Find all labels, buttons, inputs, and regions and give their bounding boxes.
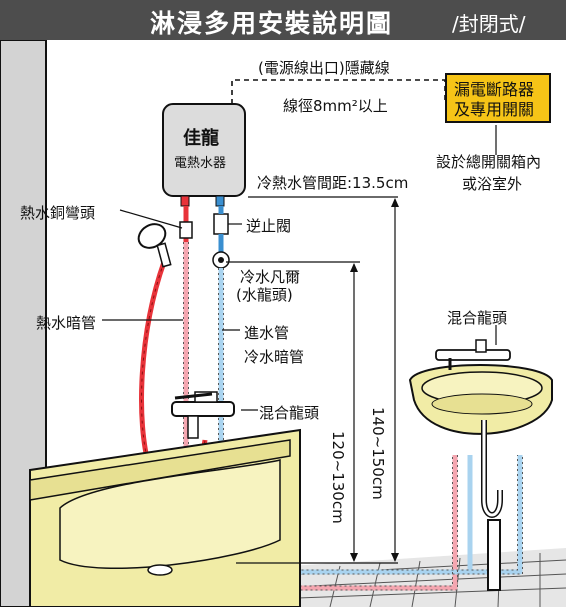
page-subtitle: /封閉式/ — [452, 12, 526, 36]
hot-pipe-label: 熱水暗管 — [36, 314, 97, 332]
pipe-spacing-label: 冷熱水管間距:13.5cm — [257, 174, 409, 192]
breaker-note-line2: 或浴室外 — [462, 175, 523, 193]
heater-cold-inlet — [215, 195, 225, 207]
breaker-label-line2: 及專用開關 — [454, 100, 535, 119]
bathroom-wall — [0, 40, 47, 607]
diagram-canvas — [0, 40, 566, 607]
bathtub — [29, 428, 301, 607]
valve-height-dimension: 120~130cm — [329, 431, 347, 524]
breaker-note-line1: 設於總開關箱內 — [436, 153, 542, 171]
hot-elbow-label: 熱水銅彎頭 — [20, 204, 96, 222]
cold-valve-label-line2: (水龍頭) — [236, 286, 293, 304]
dimension-lines — [226, 196, 399, 564]
inlet-pipe-label: 進水管 — [244, 324, 290, 342]
heater-brand: 佳龍 — [183, 128, 219, 149]
cable-outlet-label: (電源線出口)隱藏線 — [258, 59, 390, 77]
heater-product: 電熱水器 — [174, 156, 227, 171]
heater-hot-outlet — [180, 195, 190, 207]
cold-valve-label-line1: 冷水凡爾 — [240, 268, 301, 286]
hot-copper-elbow — [179, 221, 193, 239]
check-valve-label: 逆止閥 — [246, 217, 292, 235]
water-heater — [162, 103, 246, 197]
sink-faucet-label: 混合龍頭 — [447, 309, 508, 327]
page-title: 淋浸多用安裝說明圖 — [150, 9, 394, 38]
cold-pipe-label: 冷水暗管 — [244, 348, 305, 366]
shower-head — [137, 223, 172, 268]
mixer-faucet-label: 混合龍頭 — [259, 404, 320, 422]
breaker-label-line1: 漏電斷路器 — [454, 80, 535, 99]
breaker-box — [445, 73, 551, 123]
tub-mixer-faucet — [171, 391, 235, 439]
sink-mixer-faucet — [435, 339, 511, 370]
washbasin — [408, 364, 553, 435]
header-bar: 淋浸多用安裝說明圖 /封閉式/ — [0, 0, 566, 40]
check-valve — [213, 213, 229, 235]
wire-gauge-label: 線徑8mm²以上 — [283, 97, 388, 115]
heater-height-dimension: 140~150cm — [369, 407, 387, 500]
